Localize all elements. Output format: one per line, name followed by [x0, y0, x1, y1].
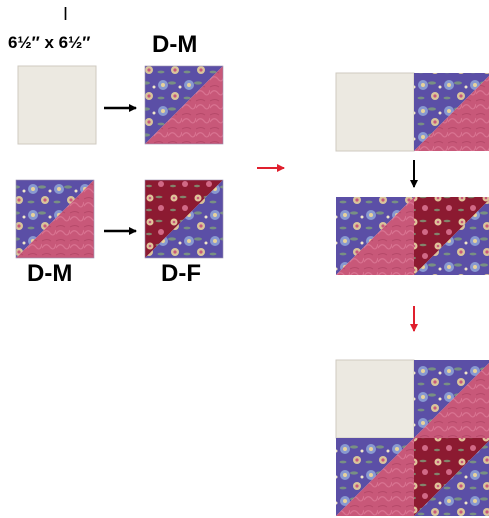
- unit-label-dm-bottom: D-M: [27, 260, 73, 287]
- unit-label-df: D-F: [161, 260, 201, 287]
- fabric-size-label: 6½″ x 6½″: [8, 33, 91, 52]
- unit-df: [144, 179, 224, 259]
- row-bottom-pair: [336, 197, 489, 275]
- unit-label-dm-top: D-M: [152, 31, 198, 58]
- final-block: [335, 359, 489, 516]
- unit-dm-top: [144, 65, 224, 145]
- fabric-letter-label: I: [63, 4, 69, 24]
- cream-square-i: [17, 65, 97, 145]
- unit-dm-left: [15, 179, 95, 259]
- row-top-pair: [335, 72, 489, 152]
